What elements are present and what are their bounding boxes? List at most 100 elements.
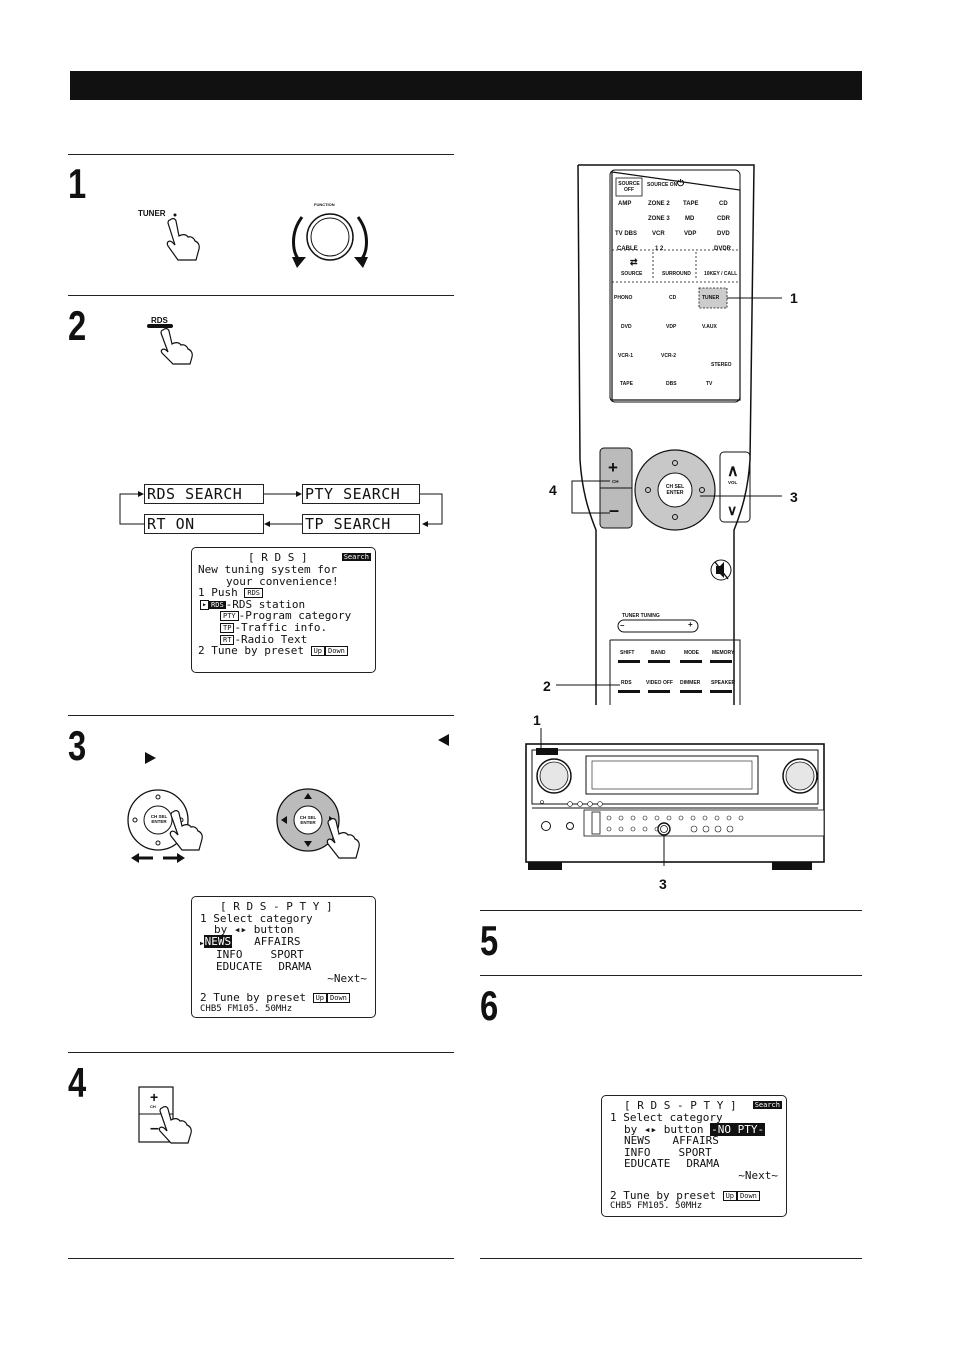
vcr2-input-button[interactable]: VCR-2 <box>661 353 677 359</box>
source-off-button[interactable]: SOURCE OFF <box>618 181 640 193</box>
dvd-input-button[interactable]: DVD <box>621 324 632 330</box>
cursor-pad-icon <box>276 788 360 859</box>
tuning-down-button[interactable]: – <box>620 621 625 630</box>
down-tag: Down <box>737 1190 760 1201</box>
stereo-button[interactable]: STEREO <box>711 362 732 368</box>
ch-sel-dial-icon <box>127 789 203 863</box>
tv-input-button[interactable]: TV <box>706 381 713 387</box>
osd-line: New tuning system for <box>198 563 338 576</box>
rds-inverted-tag: RDS <box>209 600 226 609</box>
tuning-up-button[interactable]: + <box>688 620 693 629</box>
step-number-5: 5 <box>480 917 499 964</box>
vaux-input-button[interactable]: V.AUX <box>702 324 717 330</box>
osd-item: DRAMA <box>278 959 312 973</box>
tenkey-button[interactable]: 10KEY / CALL <box>704 271 738 277</box>
rds-remote-button[interactable]: RDS <box>621 680 632 686</box>
surround-button[interactable]: SURROUND <box>662 271 691 277</box>
svg-text:+: + <box>150 1089 158 1105</box>
tape-button[interactable]: TAPE <box>683 201 699 207</box>
tvdbs-button[interactable]: TV DBS <box>615 231 638 237</box>
osd-line: 2 Tune by preset <box>198 644 304 658</box>
divider <box>480 910 862 911</box>
tape-input-button[interactable]: TAPE <box>620 381 633 387</box>
osd-line: 1 Push <box>198 586 238 600</box>
ch-rocker-label: CH <box>612 479 619 484</box>
dvdr-button[interactable]: DVDR <box>714 246 732 252</box>
source-button[interactable]: SOURCE <box>621 271 643 277</box>
tp-tag: TP <box>220 622 235 633</box>
svg-text:–: – <box>609 500 619 520</box>
step-number-2: 2 <box>68 302 87 349</box>
search-badge: Search <box>341 553 371 561</box>
callout-lines <box>556 297 782 686</box>
divider <box>68 154 454 155</box>
osd-item: INFO <box>624 1145 651 1159</box>
svg-text:–: – <box>150 1120 159 1137</box>
source-on-button[interactable]: SOURCE ON <box>647 182 678 188</box>
video-off-button[interactable]: VIDEO OFF <box>646 680 673 686</box>
flow-arrows <box>119 491 443 527</box>
cable-button[interactable]: CABLE <box>617 246 638 252</box>
tuner-input-button[interactable]: TUNER <box>702 295 720 301</box>
amp-button[interactable]: AMP <box>618 201 632 207</box>
down-tag: Down <box>325 646 348 657</box>
md-button[interactable]: MD <box>685 216 695 222</box>
down-tag: Down <box>327 993 350 1004</box>
step-number-6: 6 <box>480 982 499 1029</box>
search-badge: Search <box>752 1101 782 1109</box>
osd-title: [ R D S - P T Y ] <box>624 1099 737 1112</box>
up-tag: Up <box>310 646 326 657</box>
flow-rds-search: RDS SEARCH <box>144 484 264 504</box>
ch-updown-icon: + – <box>138 1086 192 1144</box>
pty-tag: PTY <box>220 611 239 622</box>
svg-text:∨: ∨ <box>727 502 737 518</box>
osd-pty-no-pty-screen: [ R D S - P T Y ] Search 1 Select catego… <box>601 1095 787 1217</box>
swap-icon: ⇄ <box>630 257 638 267</box>
dimmer-button[interactable]: DIMMER <box>680 680 701 686</box>
rds-button-icon <box>147 324 193 365</box>
vcr1-input-button[interactable]: VCR-1 <box>618 353 634 359</box>
rds-tag: RDS <box>244 588 264 599</box>
cd-button[interactable]: CD <box>719 201 728 207</box>
page-button[interactable]: 1 2 <box>655 246 664 252</box>
zone2-button[interactable]: ZONE 2 <box>648 201 670 207</box>
vol-label: VOL <box>728 480 738 485</box>
ch-label: CH <box>150 1104 156 1109</box>
cdr-button[interactable]: CDR <box>717 216 730 222</box>
phono-button[interactable]: PHONO <box>614 295 633 301</box>
vdp-input-button[interactable]: VDP <box>666 324 677 330</box>
right-arrow-icon <box>145 752 156 764</box>
divider <box>68 1052 454 1053</box>
function-knob-icon <box>292 213 368 268</box>
shift-button[interactable]: SHIFT <box>620 650 635 656</box>
band-button[interactable]: BAND <box>651 650 666 656</box>
cd-input-button[interactable]: CD <box>669 295 677 301</box>
mode-button[interactable]: MODE <box>684 650 699 656</box>
up-tag: Up <box>722 1190 738 1201</box>
osd-item: SPORT <box>270 948 304 962</box>
flow-pty-search: PTY SEARCH <box>302 484 420 504</box>
zone3-button[interactable]: ZONE 3 <box>648 216 670 222</box>
osd-line: -Program category <box>238 609 352 623</box>
vcr-button[interactable]: VCR <box>652 231 665 237</box>
callout-receiver-3: 3 <box>659 876 667 892</box>
pressing-hand-icon <box>166 213 200 261</box>
dbs-input-button[interactable]: DBS <box>666 381 677 387</box>
cursor-icon: ▶ <box>200 939 204 947</box>
osd-line: 1 Select category <box>200 911 313 925</box>
divider <box>68 295 454 296</box>
dvd-button[interactable]: DVD <box>717 231 730 237</box>
step-number-3: 3 <box>68 722 87 769</box>
osd-item: AFFAIRS <box>254 934 301 948</box>
function-knob-label: FUNCTION <box>314 202 335 207</box>
osd-item: AFFAIRS <box>672 1134 719 1148</box>
vdp-button[interactable]: VDP <box>684 231 697 237</box>
divider <box>480 1258 862 1259</box>
flow-tp-search: TP SEARCH <box>302 514 420 534</box>
memory-button[interactable]: MEMORY <box>712 650 735 656</box>
left-arrow-icon <box>438 734 449 746</box>
speaker-button[interactable]: SPEAKER <box>711 680 736 686</box>
